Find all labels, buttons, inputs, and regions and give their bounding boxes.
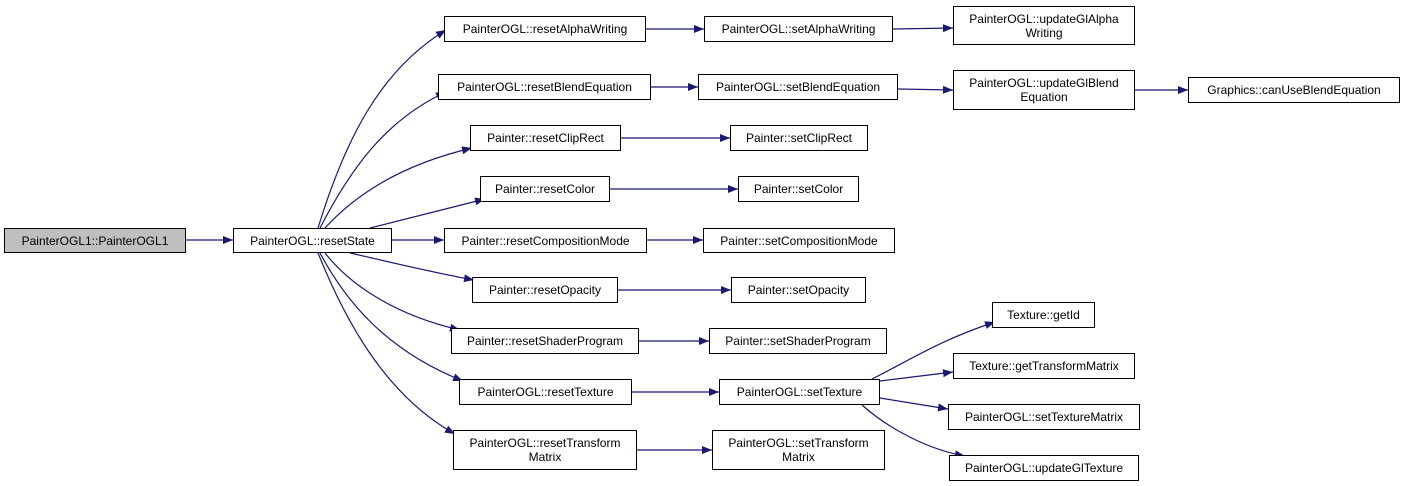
edge-reset-state-to-reset-opacity — [349, 252, 475, 283]
node-set-clip-rect[interactable]: Painter::setClipRect — [730, 125, 868, 151]
edge-reset-state-to-reset-clip-rect — [324, 146, 473, 229]
node-reset-opacity[interactable]: Painter::resetOpacity — [472, 277, 618, 303]
node-can-use-blend-equation[interactable]: Graphics::canUseBlendEquation — [1188, 77, 1400, 103]
node-set-texture[interactable]: PainterOGL::setTexture — [719, 379, 880, 405]
edge-set-blend-equation-to-update-gl-blend-equation — [897, 85, 954, 94]
node-reset-shader-program[interactable]: Painter::resetShaderProgram — [451, 328, 639, 354]
edge-set-texture-to-get-id — [871, 321, 996, 380]
edge-set-texture-to-get-transform-matrix — [879, 369, 954, 382]
node-texture-get-transform-matrix[interactable]: Texture::getTransformMatrix — [953, 353, 1135, 379]
node-set-blend-equation[interactable]: PainterOGL::setBlendEquation — [698, 74, 898, 100]
node-reset-texture[interactable]: PainterOGL::resetTexture — [459, 379, 632, 405]
node-reset-alpha-writing[interactable]: PainterOGL::resetAlphaWriting — [444, 16, 646, 42]
node-set-composition-mode[interactable]: Painter::setCompositionMode — [703, 228, 895, 253]
edge-reset-state-to-reset-texture — [319, 252, 464, 382]
edge-set-texture-to-set-texture-matrix — [879, 397, 949, 412]
edge-reset-state-to-reset-transform-matrix — [317, 252, 456, 435]
node-set-texture-matrix[interactable]: PainterOGL::setTextureMatrix — [948, 404, 1140, 430]
node-painterogl1-constructor: PainterOGL1::PainterOGL1 — [4, 228, 186, 253]
node-update-gl-blend-equation[interactable]: PainterOGL::updateGlBlend Equation — [953, 70, 1135, 110]
edge-reset-state-to-reset-blend-equation — [319, 91, 447, 229]
node-reset-color[interactable]: Painter::resetColor — [480, 176, 610, 202]
edge-reset-state-to-reset-alpha-writing — [317, 29, 447, 229]
node-set-color[interactable]: Painter::setColor — [738, 176, 859, 202]
node-set-shader-program[interactable]: Painter::setShaderProgram — [709, 328, 887, 354]
node-update-gl-texture[interactable]: PainterOGL::updateGlTexture — [949, 455, 1139, 481]
edge-reset-state-to-reset-color — [369, 197, 486, 229]
node-update-gl-alpha-writing[interactable]: PainterOGL::updateGlAlpha Writing — [953, 6, 1135, 45]
node-reset-composition-mode[interactable]: Painter::resetCompositionMode — [444, 228, 647, 253]
node-reset-clip-rect[interactable]: Painter::resetClipRect — [470, 125, 621, 151]
node-reset-blend-equation[interactable]: PainterOGL::resetBlendEquation — [438, 74, 651, 100]
edge-reset-state-to-reset-shader-program — [324, 252, 461, 332]
edge-set-alpha-writing-to-update-gl-alpha-writing — [892, 24, 954, 33]
node-reset-state[interactable]: PainterOGL::resetState — [233, 228, 392, 253]
node-set-transform-matrix[interactable]: PainterOGL::setTransform Matrix — [712, 430, 885, 470]
node-set-opacity[interactable]: Painter::setOpacity — [731, 277, 866, 303]
edge-set-texture-to-update-gl-texture — [861, 404, 966, 459]
node-set-alpha-writing[interactable]: PainterOGL::setAlphaWriting — [704, 16, 893, 42]
node-reset-transform-matrix[interactable]: PainterOGL::resetTransform Matrix — [453, 430, 637, 470]
node-texture-get-id[interactable]: Texture::getId — [992, 302, 1095, 328]
